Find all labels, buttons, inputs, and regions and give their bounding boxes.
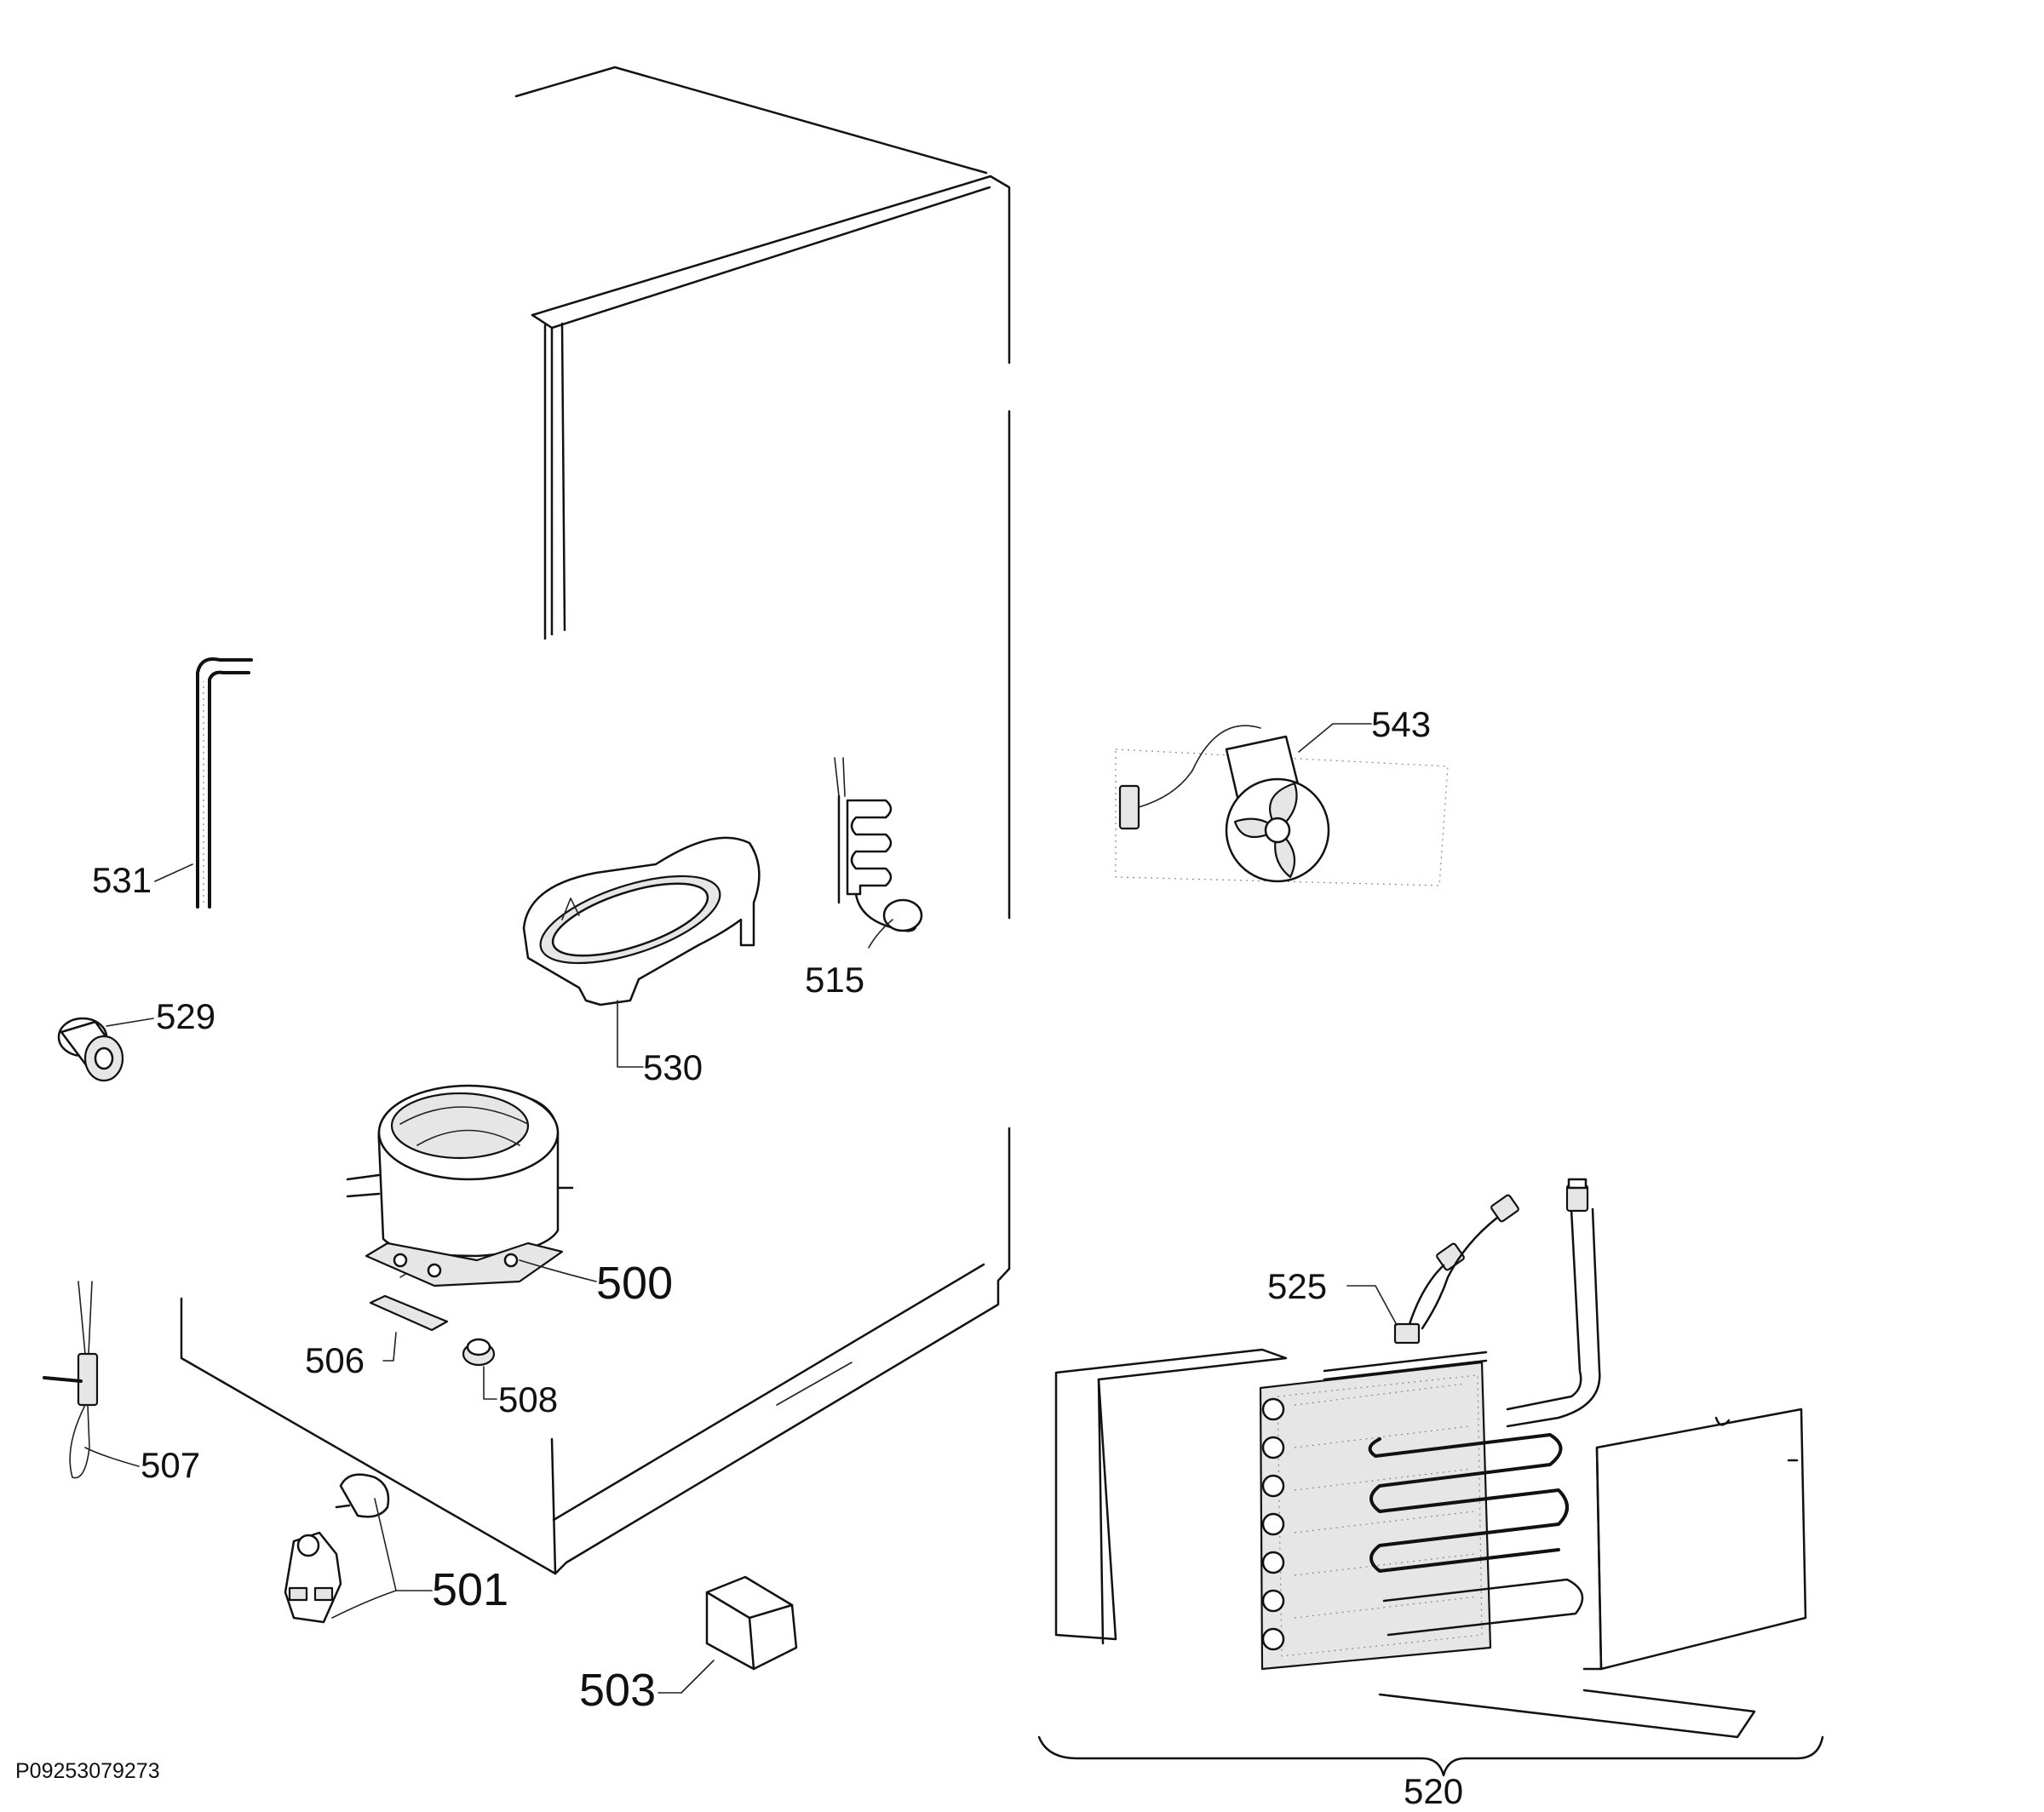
- tube-ends: [1261, 1397, 1285, 1651]
- label-506: 506: [305, 1340, 365, 1380]
- cabinet-outline: [180, 66, 1011, 1575]
- grommet-508: [462, 1338, 496, 1367]
- label-508: 508: [498, 1379, 558, 1419]
- drain-hose-531: [196, 657, 253, 909]
- label-503: 503: [579, 1665, 656, 1716]
- label-520: 520: [1404, 1771, 1463, 1811]
- heater-515: [834, 757, 923, 932]
- label-531: 531: [92, 860, 152, 900]
- label-525: 525: [1267, 1266, 1327, 1306]
- label-507: 507: [141, 1445, 200, 1485]
- label-500: 500: [596, 1258, 673, 1309]
- sensor-507: [43, 1281, 99, 1479]
- relay-501: [284, 1473, 390, 1624]
- grommet-529: [57, 1017, 124, 1082]
- label-515: 515: [805, 960, 864, 1000]
- label-529: 529: [156, 996, 215, 1036]
- capacitor-503: [705, 1575, 798, 1671]
- label-501: 501: [432, 1564, 508, 1615]
- label-530: 530: [643, 1047, 703, 1087]
- plate-506: [369, 1294, 449, 1332]
- compressor-500: [346, 1084, 574, 1287]
- fan-motor-543: [1115, 725, 1449, 886]
- brace-520: [1037, 1735, 1824, 1777]
- leader-lines: [84, 723, 1398, 1694]
- sensor-525: [1393, 1194, 1519, 1345]
- evaporator-520: [1054, 1178, 1807, 1739]
- label-543: 543: [1371, 704, 1431, 744]
- drip-tray-530: [522, 836, 761, 1006]
- drawing-reference: P09253079273: [15, 1759, 160, 1783]
